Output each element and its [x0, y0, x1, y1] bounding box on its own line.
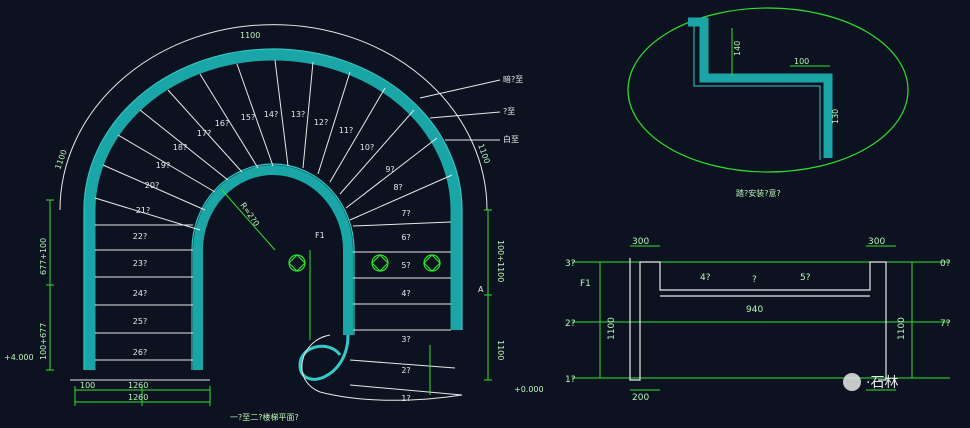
step-numbers: 1? 2? 3? 4? 5? 6? 7? 8? 9? 10? 11? 12? 1… [133, 110, 411, 403]
plan-dimensions [46, 199, 492, 406]
watermark: ·石林 [843, 373, 898, 391]
right-dim-lower: 1100 [496, 340, 505, 360]
stair-section: 3? 2? 1? 0? 7? 4? 5? ? F1 940 1100 1100 … [565, 237, 951, 403]
arc-dim-right: 1100 [476, 143, 491, 165]
step-number: 16? [215, 119, 229, 128]
outer-handrail-edge [83, 48, 463, 370]
detail-dim-1: 140 [733, 41, 742, 56]
material-leaders [419, 79, 501, 141]
step-number: 17? [197, 129, 211, 138]
step-number: 22? [133, 232, 147, 241]
left-tread-lines [70, 224, 210, 381]
bottom-dim-a: 100 [80, 381, 95, 390]
step-number: 7? [401, 209, 410, 218]
bottom-dim-c: 1260 [128, 393, 148, 402]
watermark-logo-icon [843, 373, 861, 391]
section-label-4: 4? [700, 273, 711, 283]
step-number: 12? [314, 118, 328, 127]
section-label-5: 5? [800, 273, 811, 283]
label-a: A [478, 285, 484, 294]
watermark-text: ·石林 [866, 375, 898, 391]
step-number: 26? [133, 348, 147, 357]
material-labels: 暗?至 ?至 白至 F1 A [315, 74, 523, 294]
step-number: 3? [401, 335, 410, 344]
section-dim-top-right: 300 [868, 237, 885, 247]
outer-handrail-band [84, 49, 462, 370]
section-dim-mid: 940 [746, 305, 763, 315]
axis-left-top: 3? [565, 259, 576, 269]
arc-dim-left: 1100 [53, 148, 68, 170]
level-left: +4.000 [4, 353, 34, 362]
axis-right-top: 0? [940, 259, 951, 269]
step-number: 18? [173, 143, 187, 152]
label-f1: F1 [315, 231, 325, 240]
step-number: 23? [133, 259, 147, 268]
section-markers [288, 254, 441, 272]
step-number: 13? [291, 110, 305, 119]
section-label-f1: F1 [580, 279, 591, 289]
arc-dim-top: 1100 [240, 31, 260, 40]
step-number: 25? [133, 317, 147, 326]
section-left-wall [629, 258, 887, 381]
radius-leader [221, 189, 276, 251]
axis-left-mid: 2? [565, 319, 576, 329]
step-number: 2? [401, 366, 410, 375]
inner-handrail-band [193, 165, 353, 370]
step-number: 9? [385, 165, 394, 174]
detail-step-edge [693, 26, 821, 160]
step-number: 20? [145, 181, 159, 190]
axis-right-mid: 7? [940, 319, 951, 329]
step-number: 10? [360, 143, 374, 152]
left-dim-lower: 100+677 [39, 323, 48, 360]
section-dim-side-left: 1100 [607, 317, 617, 340]
step-number: 1? [401, 394, 410, 403]
label-mid: ?至 [503, 107, 515, 116]
step-number: 19? [156, 161, 170, 170]
inner-handrail-edge [191, 163, 355, 370]
right-dim-upper: 100+1100 [496, 240, 505, 282]
step-number: 8? [393, 183, 402, 192]
section-dim-side-right: 1100 [897, 317, 907, 340]
step-number: 21? [136, 206, 150, 215]
stair-plan [59, 24, 488, 401]
tread-detail: 140 100 130 踏?安装?意? [627, 7, 909, 198]
left-dim-upper: 677+100 [39, 238, 48, 275]
detail-title: 踏?安装?意? [736, 188, 781, 198]
plan-dimension-labels: 677+100 100+677 100+1100 1100 +4.000 +0.… [4, 31, 544, 422]
step-number: 14? [264, 110, 278, 119]
step-number: 11? [339, 126, 353, 135]
detail-ellipse [627, 7, 909, 173]
step-number: 6? [401, 233, 410, 242]
label-white: 白至 [503, 134, 519, 144]
step-number: 5? [401, 261, 410, 270]
label-grey: 暗?至 [503, 74, 523, 84]
section-dim-bottom-left: 200 [632, 393, 649, 403]
detail-step-profile [688, 17, 833, 158]
section-label-mid: ? [752, 275, 757, 285]
right-tread-lines [349, 221, 463, 396]
radial-tread-lines [94, 59, 453, 231]
step-number: 15? [241, 113, 255, 122]
plan-title: 一?至二?楼梯平面? [230, 412, 299, 422]
curl-outline [301, 334, 463, 401]
step-number: 24? [133, 289, 147, 298]
handrail-curl [298, 334, 350, 381]
bottom-dim-b: 1260 [128, 381, 148, 390]
axis-left-bottom: 1? [565, 375, 576, 385]
detail-dim-2: 100 [794, 57, 809, 66]
level-right: +0.000 [514, 385, 544, 394]
radius-label: R=2?0 [238, 201, 261, 228]
outer-guide-arc [59, 24, 488, 211]
detail-dim-3: 130 [831, 109, 840, 124]
section-dim-top-left: 300 [632, 237, 649, 247]
step-number: 4? [401, 289, 410, 298]
